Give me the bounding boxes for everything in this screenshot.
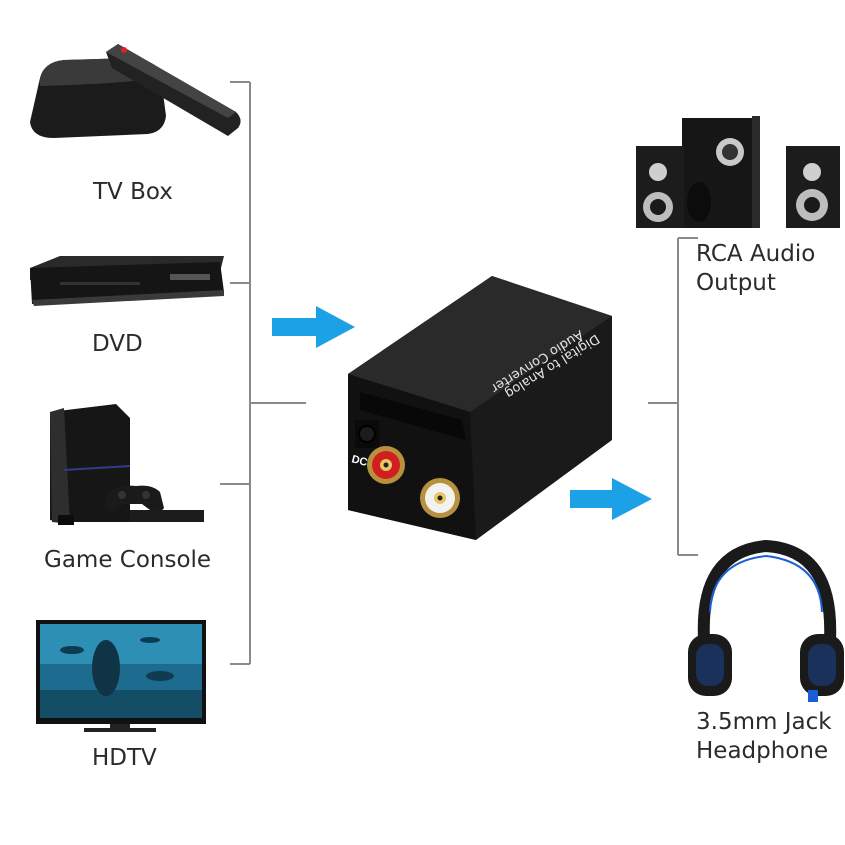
rca-output-label: RCA Audio Output bbox=[696, 240, 815, 298]
tv-box-icon bbox=[30, 44, 241, 138]
game-console-label: Game Console bbox=[44, 547, 212, 573]
rca-output-label-line1: RCA Audio bbox=[696, 241, 816, 267]
hdtv-label: HDTV bbox=[92, 745, 157, 771]
tv-box-label: TV Box bbox=[93, 179, 173, 205]
converter-device-icon bbox=[348, 276, 612, 540]
headphone-label-line2: Headphone bbox=[696, 738, 829, 764]
converter-port-label: DC bbox=[350, 453, 369, 469]
headphone-label-line1: 3.5mm Jack bbox=[696, 709, 832, 735]
speakers-icon bbox=[636, 116, 840, 228]
left-connector-lines bbox=[220, 81, 306, 665]
headphone-label: 3.5mm Jack Headphone bbox=[696, 708, 832, 766]
dvd-player-icon bbox=[30, 256, 224, 306]
hdtv-icon bbox=[36, 620, 206, 732]
output-arrow-icon bbox=[570, 478, 652, 520]
input-arrow-icon bbox=[272, 306, 355, 348]
rca-output-label-line2: Output bbox=[696, 270, 776, 296]
game-console-icon bbox=[50, 404, 204, 525]
dvd-label: DVD bbox=[92, 331, 143, 357]
right-connector-lines bbox=[648, 237, 698, 556]
headphones-icon bbox=[688, 539, 844, 702]
